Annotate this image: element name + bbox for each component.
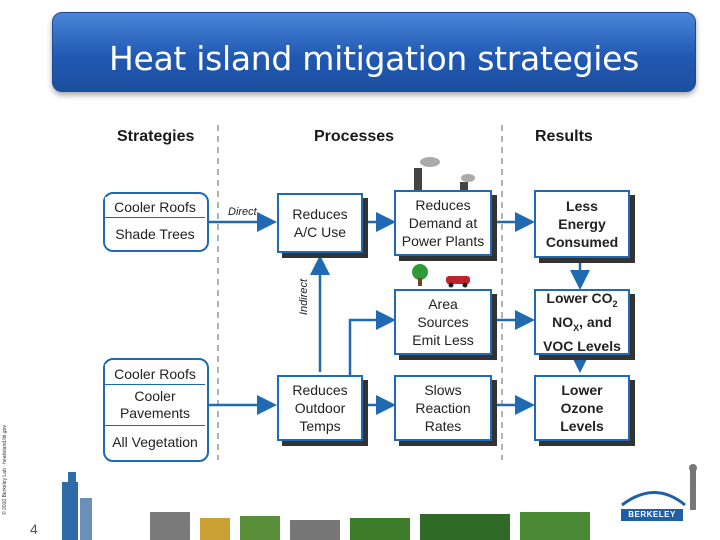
process-line: Rates [424, 418, 462, 434]
berkeley-lab-logo [621, 464, 697, 510]
process-line: Power Plants [401, 233, 485, 249]
strategy-cooler-pavements: Cooler Pavements [105, 388, 205, 426]
process-line: Reaction [415, 400, 471, 416]
result-line: NO [552, 314, 574, 330]
smokestack-icon [414, 157, 475, 192]
strategy-shade-trees: Shade Trees [105, 224, 205, 244]
header-results: Results [535, 128, 593, 145]
logo-text: BERKELEY LAB [621, 509, 683, 531]
process-line: Reduces [292, 382, 348, 398]
strategy-cooler-roofs-2: Cooler Roofs [105, 364, 205, 385]
result-line: Less [566, 198, 598, 214]
result-lower-co2: Lower CO2 NOX, and VOC Levels [534, 289, 630, 355]
result-line: Lower [561, 382, 603, 398]
header-strategies: Strategies [117, 128, 195, 145]
process-line: Outdoor [294, 400, 346, 416]
process-line: Temps [299, 418, 341, 434]
process-line: Reduces [292, 206, 348, 222]
cityscape-illustration [60, 472, 620, 540]
process-line: Area [428, 296, 458, 312]
process-line: Reduces [415, 197, 471, 213]
strategy-group-indirect: Cooler Roofs Cooler Pavements All Vegeta… [103, 358, 209, 462]
header-processes: Processes [314, 128, 395, 145]
result-line: VOC Levels [543, 337, 621, 354]
result-line: , and [579, 314, 612, 330]
tree-car-icon [412, 264, 470, 288]
label-indirect: Indirect [298, 278, 310, 315]
page-number: 4 [30, 521, 38, 537]
result-line: Energy [558, 216, 606, 232]
process-line: Demand at [408, 215, 478, 231]
title-bar: Heat island mitigation strategies [52, 12, 696, 92]
strategy-cooler-roofs: Cooler Roofs [105, 197, 205, 218]
label-direct: Direct [228, 206, 257, 218]
strategy-group-direct: Cooler Roofs Shade Trees [103, 192, 209, 252]
strategy-all-vegetation: All Vegetation [105, 432, 205, 452]
result-line: Consumed [545, 234, 619, 250]
process-line: Emit Less [412, 332, 474, 348]
process-line: Sources [417, 314, 469, 330]
result-line: Lower CO [546, 290, 613, 307]
slide-title: Heat island mitigation strategies [108, 39, 640, 78]
process-line: A/C Use [293, 224, 347, 240]
result-line: Levels [560, 418, 604, 434]
result-line: Ozone [560, 400, 604, 416]
result-subscript: X [573, 322, 580, 333]
arrow-temps-area [348, 310, 396, 375]
process-line: Slows [424, 382, 462, 398]
result-subscript: 2 [612, 299, 618, 309]
